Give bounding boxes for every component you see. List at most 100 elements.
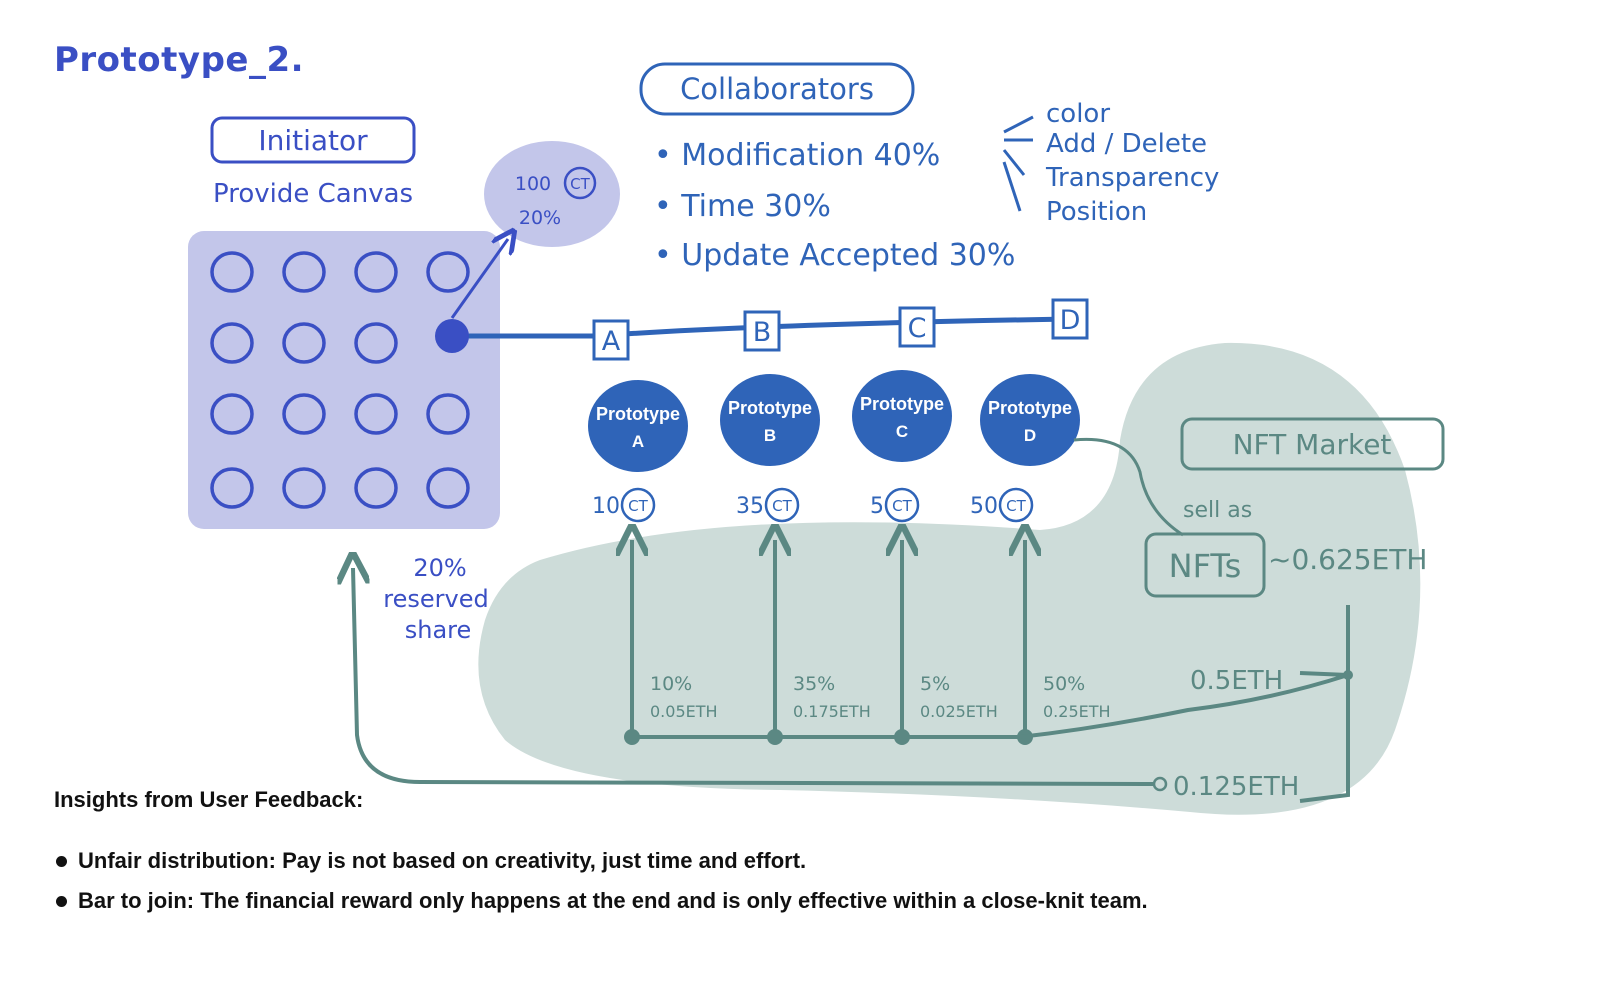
prototype-title: Prototype [596, 404, 680, 424]
timeline-node-b [743, 310, 781, 352]
ct-token-icon [563, 166, 597, 200]
prototype-share: 50% [1043, 673, 1085, 695]
prototype-blob-a [588, 380, 688, 472]
prototype-blob-d [980, 374, 1080, 466]
canvas-dot [282, 467, 326, 509]
page-title: Prototype_2. [54, 40, 305, 80]
canvas-dot [354, 251, 398, 293]
timeline-node-a [592, 319, 630, 361]
prototype-ct-token: CT [892, 497, 912, 515]
collab-item-modification: • Modification 40% [654, 138, 940, 173]
canvas-value: 100 [515, 173, 551, 195]
timeline-node-label: B [753, 317, 772, 348]
canvas-dot [210, 322, 254, 364]
nft-market-box: NFT Market [1180, 417, 1445, 471]
mod-type-transparency: Transparency [1045, 163, 1219, 193]
canvas-dot [210, 467, 254, 509]
prototype-blob-b [720, 374, 820, 466]
prototype-ct-amount: 10 [592, 494, 620, 519]
prototype-letter: D [1024, 426, 1036, 445]
ct-token-icon [764, 487, 800, 523]
reserved-share-percent: 20% [413, 554, 466, 582]
canvas-dot [282, 251, 326, 293]
insight-item: Bar to join: The financial reward only h… [54, 888, 1148, 914]
payout-source-dot [1152, 776, 1168, 792]
timeline-node-label: D [1060, 305, 1081, 336]
prototype-eth: 0.175ETH [793, 702, 871, 721]
canvas-dot [354, 393, 398, 435]
prototype-ct-amount: 50 [970, 494, 998, 519]
mod-type-position: Position [1046, 197, 1147, 227]
nfts-box: NFTs [1144, 532, 1266, 598]
collab-item-time: • Time 30% [654, 189, 831, 224]
prototype-letter: B [764, 426, 776, 445]
prototype-share: 35% [793, 673, 835, 695]
selected-canvas-dot [435, 319, 469, 353]
timeline-nodes: A B C D [592, 298, 1089, 361]
prototype-ct-token: CT [772, 497, 792, 515]
collaborators-label: Collaborators [680, 72, 874, 106]
canvas-value-bubble: 100 CT 20% [484, 141, 620, 247]
canvas-arrow [450, 239, 508, 319]
initiator-label: Initiator [258, 124, 368, 157]
canvas-dot [426, 467, 470, 509]
prototype-letter: C [896, 422, 908, 441]
canvas-token: CT [570, 175, 590, 193]
canvas-dot [210, 251, 254, 293]
canvas-dot [354, 467, 398, 509]
initiator-payout-arrow [353, 568, 1156, 786]
canvas-dot [282, 322, 326, 364]
initiator-box: Initiator [210, 116, 416, 164]
timeline-node-label: A [602, 326, 621, 357]
canvas-dot [354, 322, 398, 364]
prototype-eth: 0.05ETH [650, 702, 718, 721]
reserved-share-suffix: share [405, 616, 472, 644]
canvas-dots [210, 251, 470, 509]
canvas-dot [426, 393, 470, 435]
initiator-subtitle: Provide Canvas [213, 179, 413, 209]
prototype-ct-token: CT [1006, 497, 1026, 515]
insights-heading: Insights from User Feedback: [54, 787, 364, 812]
prototype-ct-amount: 5 [870, 494, 884, 519]
reserved-share-label: reserved [383, 585, 488, 613]
nft-market-label: NFT Market [1233, 428, 1392, 461]
collaborators-box: Collaborators [639, 62, 915, 116]
market-region [478, 342, 1421, 815]
prototype-eth: 0.025ETH [920, 702, 998, 721]
prototype-letter: A [632, 432, 644, 451]
sell-as-label: sell as [1183, 498, 1252, 523]
prototype-title: Prototype [728, 398, 812, 418]
timeline-node-d [1051, 298, 1089, 340]
mod-type-color: color [1046, 99, 1110, 129]
canvas-share: 20% [519, 207, 561, 229]
modification-bracket [1002, 115, 1034, 212]
payout-network [630, 605, 1350, 803]
prototype-blob-c [852, 370, 952, 462]
canvas-dot [282, 393, 326, 435]
insights-list: Unfair distribution: Pay is not based on… [54, 848, 1148, 928]
prototype-ct-token: CT [628, 497, 648, 515]
collab-item-update: • Update Accepted 30% [654, 238, 1015, 273]
ct-token-icon [620, 487, 656, 523]
timeline-node-c [898, 306, 936, 348]
prototype-d-to-nft-line [1073, 437, 1184, 537]
ct-token-icon [998, 487, 1034, 523]
prototype-title: Prototype [988, 398, 1072, 418]
collab-payout: 0.5ETH [1190, 666, 1283, 696]
prototype-share: 10% [650, 673, 692, 695]
payout-junction-dot [1343, 670, 1353, 680]
canvas-dot [426, 251, 470, 293]
mod-type-add-delete: Add / Delete [1046, 129, 1207, 159]
nft-price: ~0.625ETH [1268, 543, 1427, 576]
initiator-payout: 0.125ETH [1173, 772, 1299, 802]
timeline-node-label: C [908, 313, 927, 344]
insight-item: Unfair distribution: Pay is not based on… [54, 848, 1148, 874]
prototype-ct-amount: 35 [736, 494, 764, 519]
nfts-label: NFTs [1169, 547, 1242, 585]
prototype-title: Prototype [860, 394, 944, 414]
ct-token-icon [884, 487, 920, 523]
prototype-eth: 0.25ETH [1043, 702, 1111, 721]
canvas-dot [210, 393, 254, 435]
